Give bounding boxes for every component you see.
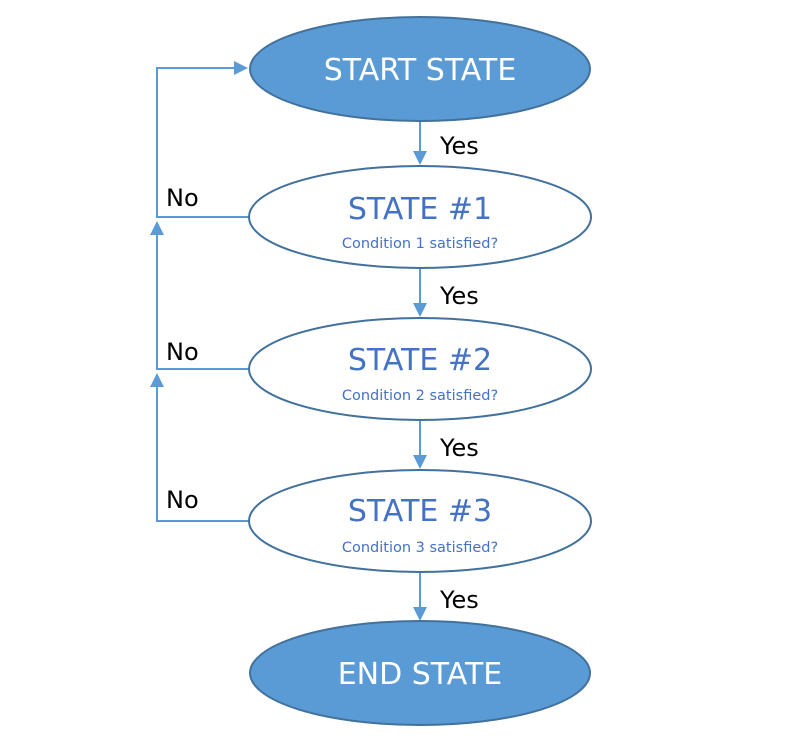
- yes-label-state2-to-state3: Yes: [439, 434, 479, 462]
- state2-condition: Condition 2 satisfied?: [342, 388, 498, 404]
- state2-no-arrowhead: [150, 221, 164, 235]
- state1-condition: Condition 1 satisfied?: [342, 236, 498, 252]
- state1-node: STATE #1 Condition 1 satisfied?: [248, 165, 592, 269]
- no-loop-connectors: [150, 61, 249, 522]
- no-label-state1: No: [166, 184, 199, 212]
- state1-no-connector: [156, 67, 249, 218]
- state3-title: STATE #3: [348, 494, 492, 529]
- start-state-node: START STATE: [249, 16, 591, 122]
- state1-title: STATE #1: [348, 192, 492, 227]
- end-state-ellipse: [249, 620, 591, 726]
- yes-label-state1-to-state2: Yes: [439, 282, 479, 310]
- yes-label-start-to-state1: Yes: [439, 132, 479, 160]
- state2-no-connector: [156, 233, 249, 370]
- start-to-state1-arrowhead: [413, 151, 427, 165]
- start-state-title: START STATE: [324, 53, 517, 88]
- state2-node: STATE #2 Condition 2 satisfied?: [248, 317, 592, 421]
- state1-ellipse: [248, 165, 592, 269]
- end-state-title: END STATE: [338, 657, 503, 692]
- no-label-state2: No: [166, 338, 199, 366]
- state1-to-state2-arrowhead: [413, 303, 427, 317]
- state3-node: STATE #3 Condition 3 satisfied?: [248, 469, 592, 573]
- state3-no-connector: [156, 385, 249, 522]
- state3-no-arrowhead: [150, 373, 164, 387]
- state3-condition: Condition 3 satisfied?: [342, 540, 498, 556]
- edge-labels: Yes Yes Yes Yes No No No: [166, 132, 479, 614]
- state2-ellipse: [248, 317, 592, 421]
- state3-to-end-arrowhead: [413, 607, 427, 621]
- yes-connectors: [413, 121, 427, 621]
- no-label-state3: No: [166, 486, 199, 514]
- start-state-ellipse: [249, 16, 591, 122]
- state3-ellipse: [248, 469, 592, 573]
- yes-label-state3-to-end: Yes: [439, 586, 479, 614]
- end-state-node: END STATE: [249, 620, 591, 726]
- start-loop-arrowhead: [234, 61, 248, 75]
- state2-to-state3-arrowhead: [413, 455, 427, 469]
- state2-title: STATE #2: [348, 343, 492, 378]
